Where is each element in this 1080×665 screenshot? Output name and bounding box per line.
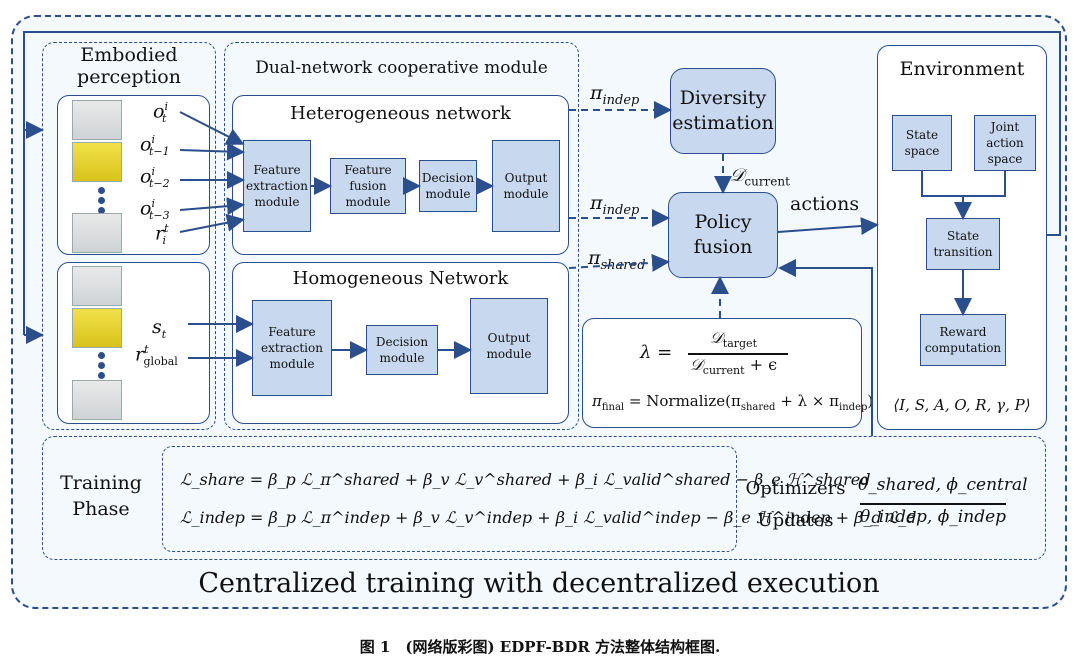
robot-image-yellow <box>72 142 122 182</box>
figure-caption: 图 1 (网络版彩图) EDPF-BDR 方法整体结构框图. <box>359 638 721 656</box>
robot-image <box>72 380 122 420</box>
actions-label: actions <box>790 193 860 215</box>
robot-image <box>72 100 122 140</box>
global-reward-label: rtglobal <box>135 343 178 369</box>
robot-image-yellow <box>72 308 122 348</box>
dual-network-title: Dual-network cooperative module <box>255 58 548 78</box>
embodied-title: Embodied perception <box>42 44 216 88</box>
training-phase-box <box>42 436 1046 560</box>
embodied-perception-box <box>42 42 216 430</box>
pi-indep-label-1: πindep <box>590 82 640 108</box>
shared-params: θ_shared, ϕ_central <box>858 475 1028 495</box>
loss-equations-box <box>162 446 737 552</box>
updates-label: Updates <box>757 510 834 531</box>
lambda-lhs: λ = <box>640 342 673 363</box>
lambda-numerator: 𝒟target <box>710 328 757 351</box>
loss-indep-equation: ℒ_indep = β_p ℒ_π^indep + β_v ℒ_v^indep … <box>180 508 917 527</box>
ellipsis-dot <box>98 352 105 359</box>
lambda-formula-box <box>582 318 862 428</box>
robot-image <box>72 266 122 306</box>
optimizers-label: Optimizers <box>745 478 846 499</box>
d-current-label: 𝒟current <box>730 165 790 189</box>
footer-title: Centralized training with decentralized … <box>198 568 880 599</box>
pi-final-formula: πfinal = Normalize(πshared + λ × πindep) <box>592 392 874 413</box>
obs-label-3: oit−3 <box>140 197 170 223</box>
ellipsis-dot <box>98 362 105 369</box>
ellipsis-dot <box>98 187 105 194</box>
indep-params: θ_indep, ϕ_indep <box>859 507 1007 527</box>
dual-network-box <box>224 42 579 430</box>
obs-label-4: rti <box>155 222 169 248</box>
embodied-title-line1: Embodied <box>80 44 178 66</box>
robot-image <box>72 213 122 253</box>
ellipsis-dot <box>98 207 105 214</box>
params-divider <box>860 503 1006 505</box>
obs-label-1: oit−1 <box>140 133 170 159</box>
state-label: st <box>152 316 167 341</box>
pi-indep-label-2: πindep <box>590 192 640 218</box>
environment-title: Environment <box>899 58 1025 80</box>
lambda-denominator: 𝒟current + ϵ <box>690 355 778 378</box>
obs-label-0: oit <box>153 100 168 126</box>
ellipsis-dot <box>98 372 105 379</box>
ellipsis-dot <box>98 197 105 204</box>
obs-label-2: oit−2 <box>140 165 170 191</box>
loss-share-equation: ℒ_share = β_p ℒ_π^shared + β_v ℒ_v^share… <box>180 470 871 489</box>
homogeneous-network-title: Homogeneous Network <box>292 268 509 289</box>
heterogeneous-network-title: Heterogeneous network <box>290 103 511 124</box>
mdp-tuple: ⟨I, S, A, O, R, γ, P⟩ <box>893 396 1031 414</box>
fraction-bar <box>688 353 788 355</box>
embodied-title-line2: perception <box>77 66 181 88</box>
